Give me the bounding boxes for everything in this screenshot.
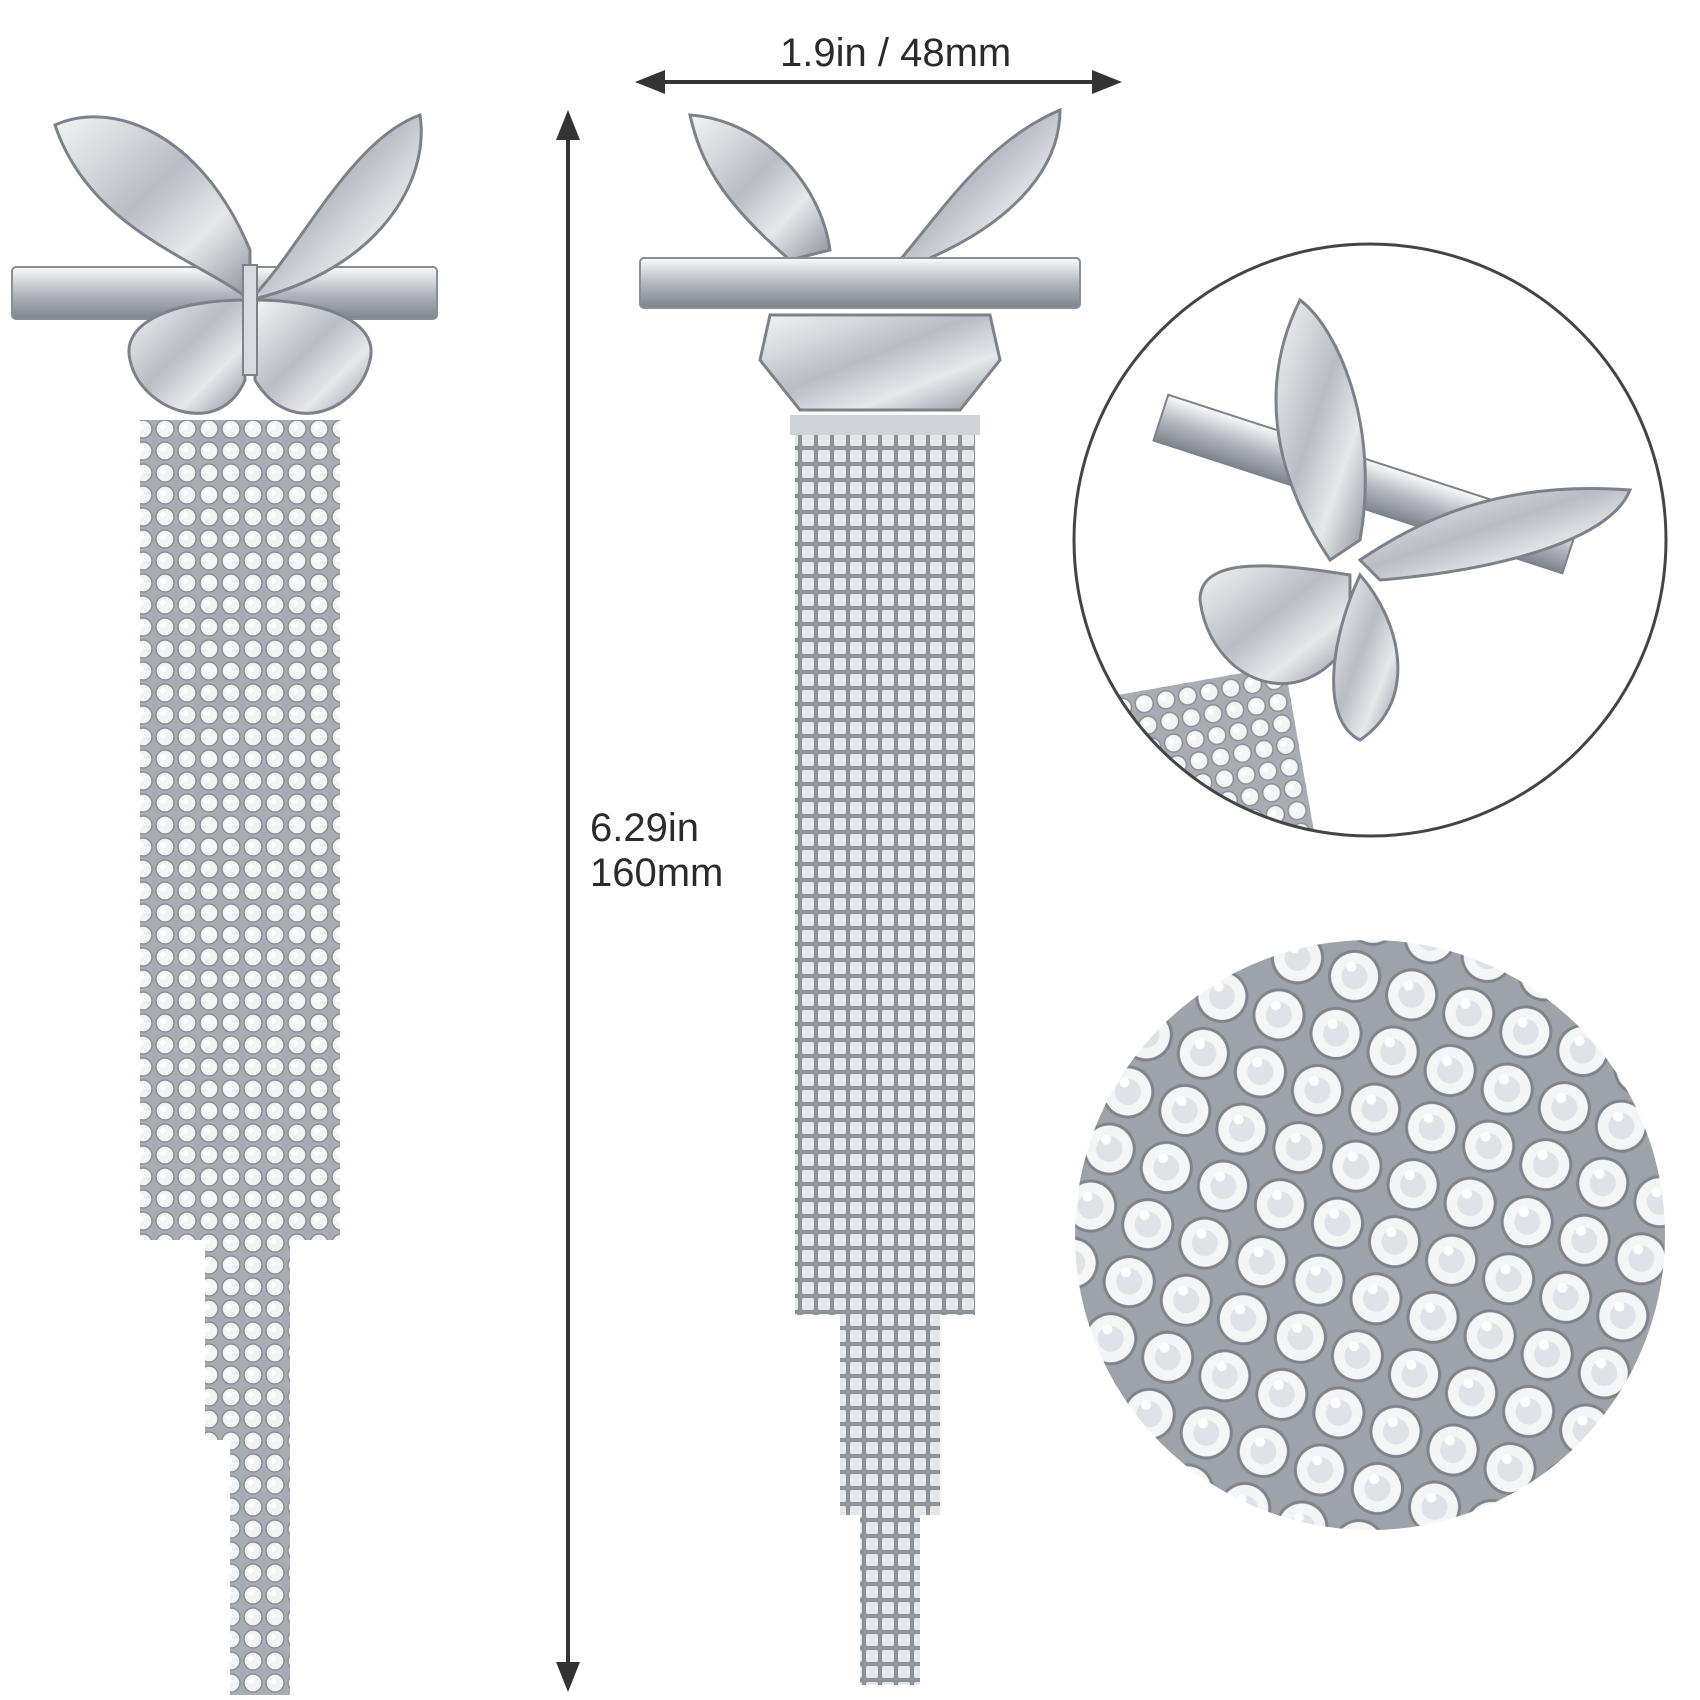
- rhinestone-tassel: [205, 1240, 290, 1440]
- width-dimension-label: 1.9in / 48mm: [780, 31, 1012, 75]
- double-arrow-icon: [635, 70, 1122, 94]
- height-dimension-label-in: 6.29in: [590, 806, 699, 850]
- height-dimension-label-mm: 160mm: [590, 851, 724, 895]
- double-arrow-icon: [556, 110, 580, 1692]
- back-view-hair-clip: [639, 107, 1081, 1685]
- chain-tassel: [840, 1315, 940, 1515]
- chain-tassel: [795, 435, 975, 1315]
- left-hair-clip: [11, 112, 438, 1695]
- chain-tassel: [860, 1515, 920, 1685]
- butterfly-icon: [53, 112, 423, 415]
- magnifier-circle-icon: [1072, 242, 1668, 838]
- rhinestone-tassel: [230, 1440, 290, 1695]
- magnifier-circle-icon: [1073, 938, 1667, 1532]
- rhinestone-tassel: [140, 420, 340, 1240]
